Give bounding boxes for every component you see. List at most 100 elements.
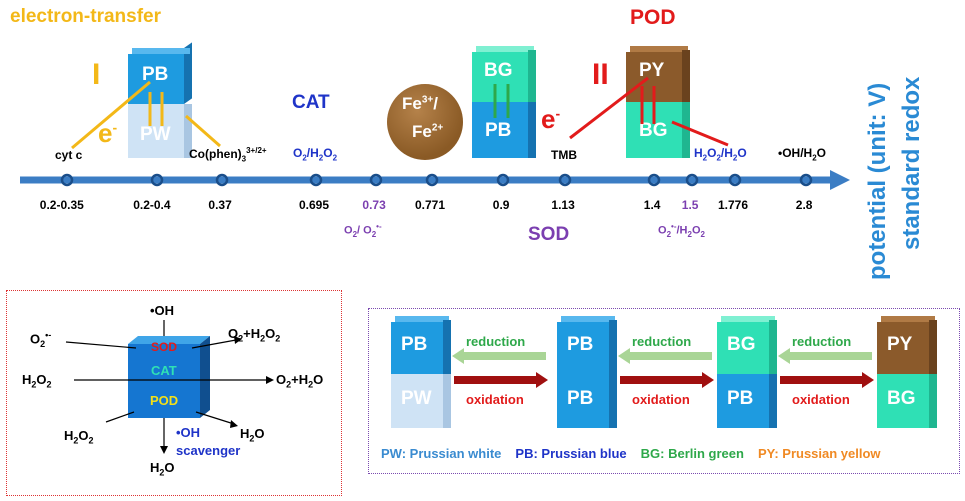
- fe-bottom-label: Fe2+: [412, 122, 444, 141]
- cycle-block-bottom: [391, 374, 443, 428]
- block-bg-cap: [476, 46, 534, 52]
- cube-h2o-right: H2O: [240, 426, 265, 444]
- cube-front-face: [128, 344, 200, 418]
- roman-numeral-2: II: [592, 58, 609, 91]
- cube-o2-radical: O2•-: [30, 330, 52, 349]
- reduction-label: reduction: [466, 334, 526, 349]
- block-pb2-side: [528, 102, 536, 158]
- axis-title-line1: standard redox: [898, 76, 925, 250]
- connector-pw-co: [185, 114, 221, 148]
- connector-bg-h2o2: [671, 120, 729, 147]
- cycle-block-bottom: [717, 374, 769, 428]
- cube-cat: CAT: [151, 363, 177, 378]
- axis-dot-1: [150, 173, 164, 187]
- cube-h2o2-bottom: H2O2: [64, 428, 94, 446]
- block-pb-pw: PB PW: [128, 42, 194, 158]
- axis-dot-4: [369, 173, 383, 187]
- axis-dot-3: [309, 173, 323, 187]
- cube-right-face: [200, 336, 210, 418]
- block-bg2-text: BG: [639, 120, 668, 141]
- cycle-block-top: [557, 322, 609, 374]
- oxidation-label: oxidation: [632, 392, 690, 407]
- oxidation-label: oxidation: [466, 392, 524, 407]
- cycle-block-top-text: BG: [727, 334, 756, 355]
- axis-dots: [60, 173, 813, 187]
- axis-value-10: 1.776: [718, 198, 749, 212]
- fe-circle: [387, 84, 463, 160]
- arrow-o2h2o2-out: [191, 339, 237, 349]
- axis-arrowhead: [830, 170, 850, 190]
- cycle-block-bottom-text: PB: [567, 388, 594, 409]
- label-h2o2-h2o: H2O2/H2O: [694, 146, 747, 163]
- cube-scavenger: scavenger: [176, 443, 241, 458]
- block-py-text: PY: [639, 60, 665, 81]
- block-top-bg: [472, 52, 528, 102]
- cycle-block-cap: [881, 316, 935, 322]
- reduction-label: reduction: [792, 334, 852, 349]
- cycle-block-bottom: [877, 374, 929, 428]
- enzyme-panel: [6, 290, 342, 496]
- cycle-block-bottom: [557, 374, 609, 428]
- cycle-block-top: [877, 322, 929, 374]
- reduction-arrow: [618, 348, 712, 364]
- axis-dot-5: [425, 173, 439, 187]
- arrow-h2o2-bottom: [105, 411, 135, 423]
- cycle-block-bottom-side: [929, 374, 937, 428]
- axis-dot-7: [558, 173, 572, 187]
- arrow-o2rad-in: [65, 341, 137, 349]
- axis-value-9: 1.5: [681, 198, 699, 212]
- axis-value-2: 0.37: [208, 198, 232, 212]
- electron-1: e-: [98, 118, 118, 148]
- axis-dot-8: [647, 173, 661, 187]
- axis-title: standard redox potential (unit: V): [858, 40, 938, 280]
- axis-value-1: 0.2-0.4: [133, 198, 171, 212]
- cycle-block-top-text: PB: [401, 334, 428, 355]
- reduction-arrow: [778, 348, 872, 364]
- cube-h2o-bottom: H2O: [150, 460, 175, 478]
- cycle-block-top-text: PB: [567, 334, 594, 355]
- cycle-block-bottom-text: PB: [727, 388, 754, 409]
- arrow-h2o-bottom: [195, 411, 235, 425]
- axis-value-8: 1.4: [643, 198, 661, 212]
- block-bg-side: [528, 50, 536, 102]
- cycle-arrow-group-1: reduction oxidation: [618, 332, 714, 412]
- block-bottom-pb: [472, 102, 528, 158]
- cube-oh-scav: •OH: [176, 425, 201, 440]
- connector-pb-cytc: [71, 80, 151, 150]
- axis-value-0: 0.2-0.35: [39, 198, 84, 212]
- block-pb-cap: [132, 48, 190, 54]
- oxidation-arrow: [620, 372, 714, 388]
- reduction-arrow: [452, 348, 546, 364]
- cycle-block-cap: [721, 316, 775, 322]
- cube-h2o2-left: H2O2: [22, 372, 52, 390]
- axis-dot-9: [685, 173, 699, 187]
- legend-item-2: BG: Berlin green: [640, 446, 744, 461]
- oxidation-arrow: [454, 372, 548, 388]
- label-cytc: cyt c: [55, 148, 83, 162]
- cycle-block-cap: [561, 316, 615, 322]
- enzyme-panel-svg: [65, 320, 274, 454]
- block-bottom-pw: [128, 104, 184, 158]
- cycle-block-top-side: [443, 320, 451, 374]
- cycle-arrow-group-0: reduction oxidation: [452, 332, 548, 412]
- axis-value-4: 0.73: [362, 198, 386, 212]
- reduction-label: reduction: [632, 334, 692, 349]
- label-oh-h2o: •OH/H2O: [778, 146, 826, 163]
- legend-item-0: PW: Prussian white: [381, 446, 502, 461]
- electron-transfer-label: electron-transfer: [10, 6, 161, 27]
- cycle-block-top-side: [769, 320, 777, 374]
- legend-item-1: PB: Prussian blue: [515, 446, 627, 461]
- cycle-block-top: [391, 322, 443, 374]
- legend-item-3: PY: Prussian yellow: [757, 446, 881, 461]
- pod-label: POD: [630, 6, 676, 29]
- label-o2-h2o2: O2/H2O2: [293, 146, 338, 163]
- cycle-block-1: PB PB: [557, 316, 621, 430]
- label-tmb: TMB: [551, 148, 577, 162]
- cube-oh-top: •OH: [150, 303, 175, 318]
- oxidation-arrow: [780, 372, 874, 388]
- block-pw-text: PW: [140, 124, 171, 145]
- axis-dot-2: [215, 173, 229, 187]
- block-pb2-text: PB: [485, 120, 512, 141]
